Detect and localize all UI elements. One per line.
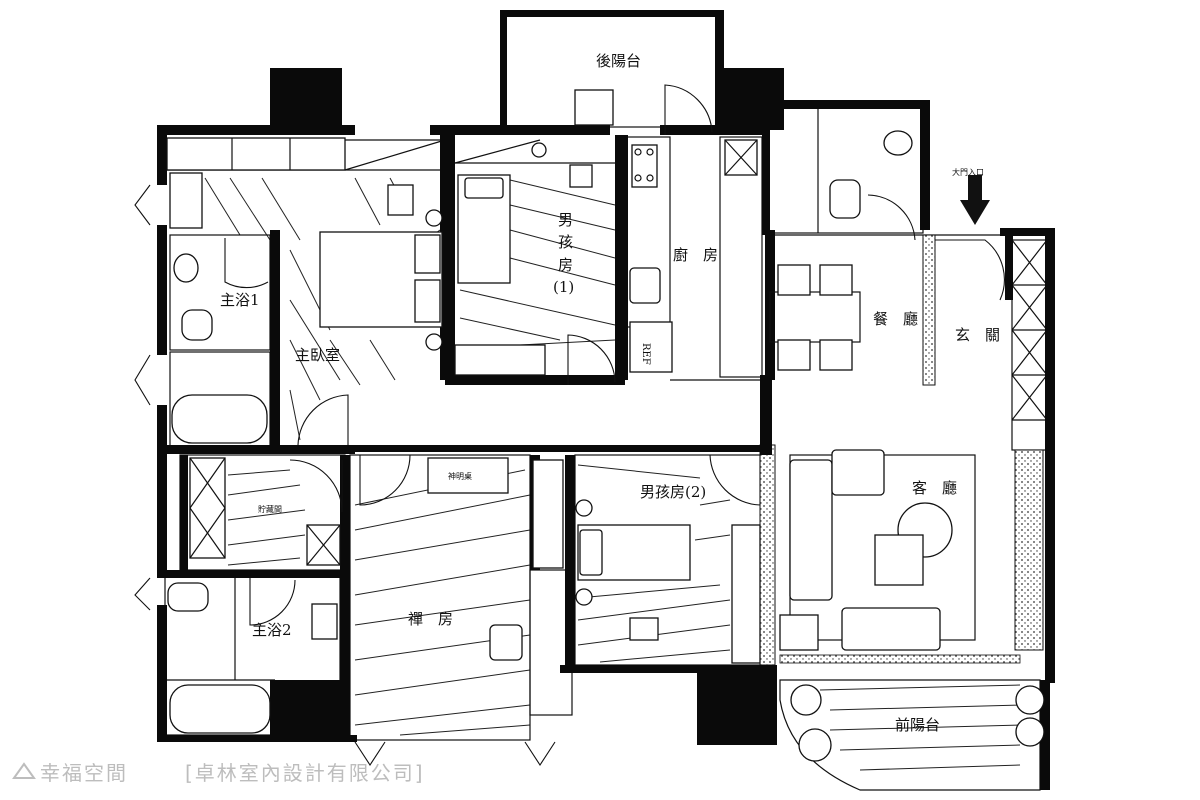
watermark-credit: [卓林室內設計有限公司] [185, 761, 425, 785]
boy-room-1-floor [459, 179, 616, 346]
label-boy-room-1-char-2: 孩 [558, 233, 573, 251]
label-living-room: 客 廳 [912, 479, 957, 497]
exterior-walls [157, 10, 1055, 790]
label-storage-room: 貯藏間 [258, 504, 282, 514]
label-boy-room-2: 男孩房(2) [640, 483, 706, 501]
bathtub-1 [171, 394, 268, 444]
label-master-bath-2: 主浴2 [252, 621, 292, 639]
sofa-left [789, 459, 833, 601]
house-logo-icon [12, 762, 36, 779]
watermark: 幸福空間 [卓林室內設計有限公司] [12, 761, 425, 785]
furniture [166, 89, 1045, 762]
bath-sink-1 [173, 253, 199, 283]
sofa-bottom [841, 607, 941, 651]
label-dining-room: 餐 廳 [873, 310, 918, 328]
label-back-balcony: 後陽台 [596, 52, 641, 70]
refrigerator [629, 321, 673, 373]
label-zen-room: 禪 房 [408, 610, 453, 628]
label-kitchen: 廚 房 [673, 246, 718, 264]
watermark-brand: 幸福空間 [40, 761, 128, 785]
room-labels: 後陽台 男 孩 房 (1) 廚 房 大門入口 主浴1 主臥室 餐 廳 玄 關 R… [220, 52, 1000, 734]
zen-room-floor [354, 469, 531, 736]
label-front-balcony: 前陽台 [895, 716, 940, 734]
label-refrigerator: REF [640, 343, 651, 365]
storage-room-floor [227, 469, 306, 566]
label-master-bedroom: 主臥室 [295, 346, 340, 364]
toilet-2 [167, 582, 209, 612]
toilet-1 [181, 309, 213, 341]
label-boy-room-1-char-3: 房 [558, 256, 573, 274]
front-balcony-floor [819, 684, 1021, 771]
label-main-entrance: 大門入口 [952, 167, 984, 177]
bathtub-2 [169, 684, 271, 734]
coffee-table [874, 534, 924, 586]
label-foyer: 玄 關 [955, 326, 1000, 344]
label-master-bath-1: 主浴1 [220, 291, 260, 309]
label-altar-table: 神明桌 [448, 471, 472, 481]
entrance-arrow-icon [960, 175, 990, 225]
label-boy-room-1-char-1: 男 [558, 211, 573, 229]
doors [134, 84, 1005, 767]
label-boy-room-1-char-4: (1) [553, 278, 574, 296]
